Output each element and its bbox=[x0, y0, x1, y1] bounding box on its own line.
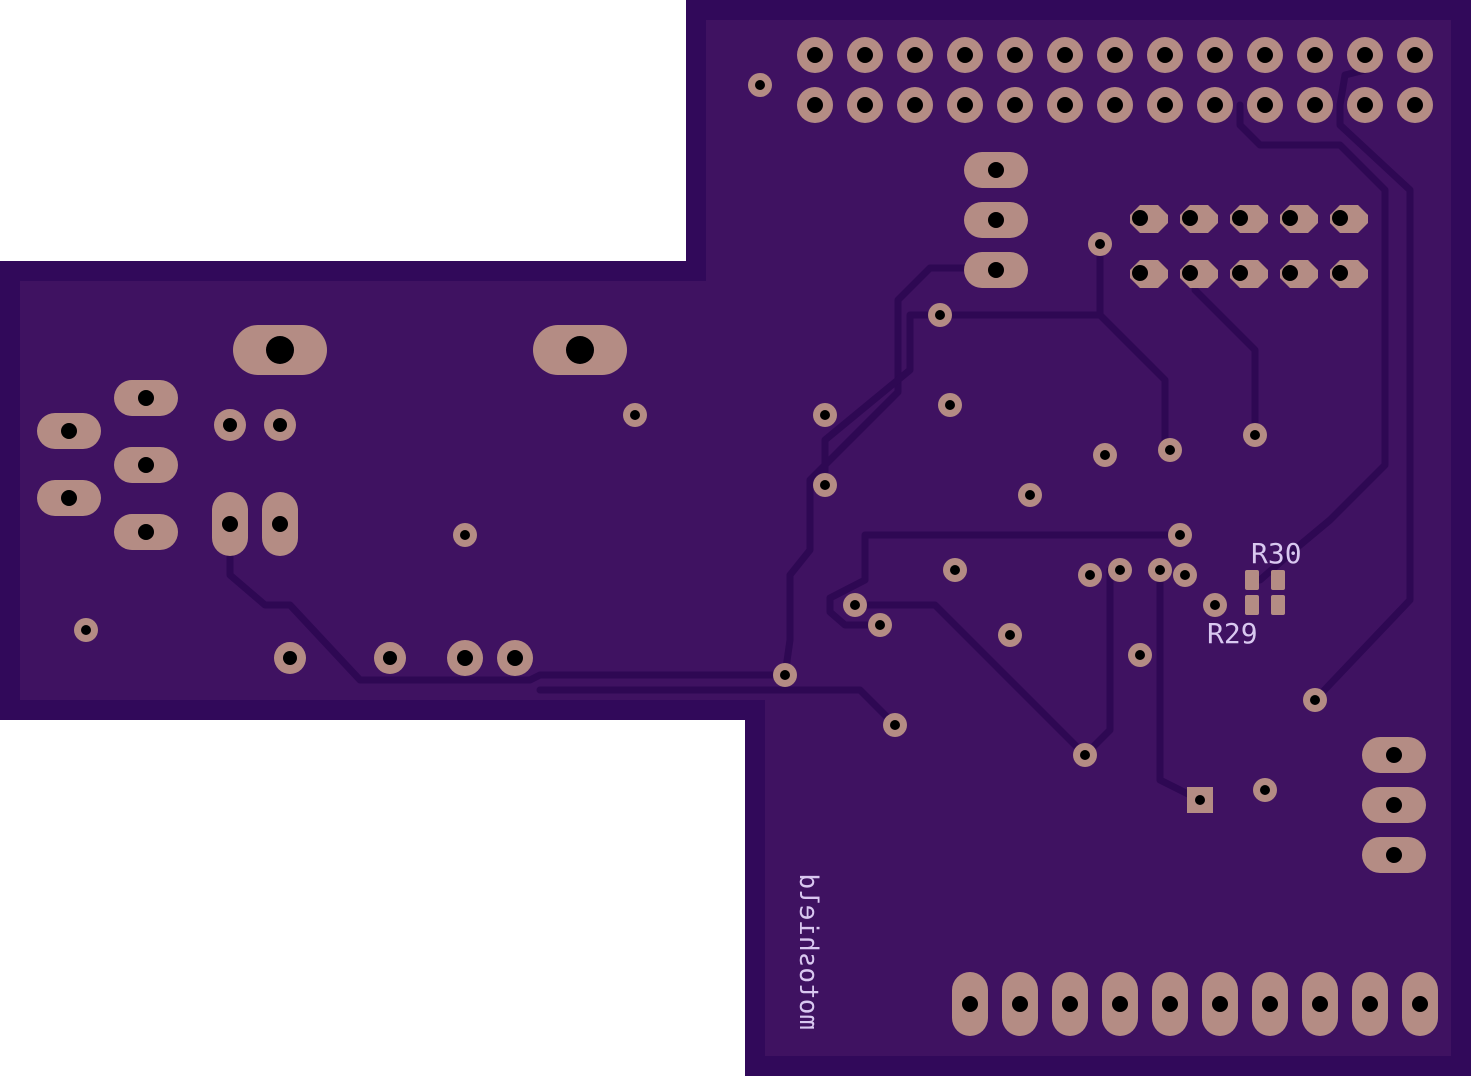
label-mirrored: motoshield bbox=[793, 873, 823, 1030]
connector-3pin-top bbox=[964, 152, 1028, 288]
label-r29: R29 bbox=[1207, 617, 1258, 650]
connector-3pin-right bbox=[1362, 737, 1426, 873]
mounting-slots bbox=[233, 325, 627, 375]
label-r30: R30 bbox=[1251, 537, 1302, 570]
header-2x13 bbox=[797, 37, 1433, 123]
board-fill bbox=[20, 20, 1451, 1056]
smd-resistors bbox=[1245, 570, 1285, 615]
header-2x5 bbox=[1130, 205, 1368, 288]
vias bbox=[74, 73, 1327, 802]
connector-10pin-bottom bbox=[952, 972, 1438, 1036]
square-pad bbox=[1187, 787, 1213, 813]
jack-pads bbox=[37, 380, 298, 556]
small-pads bbox=[214, 409, 533, 676]
